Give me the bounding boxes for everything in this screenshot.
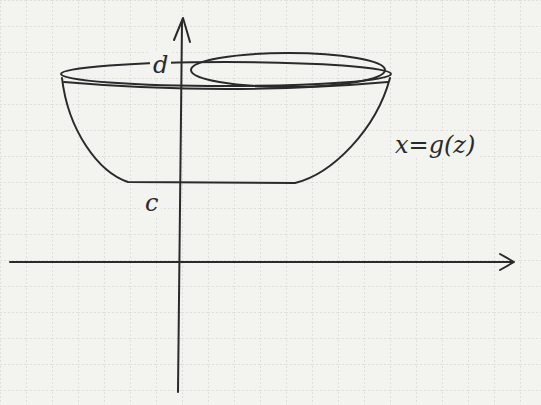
cross-section-ellipse xyxy=(191,53,385,87)
bound-label: c xyxy=(142,190,161,216)
axis-arrowhead xyxy=(174,18,190,42)
horizontal-axis xyxy=(10,261,512,263)
curve-equation: x=g(z) xyxy=(392,132,478,158)
axis-arrowhead xyxy=(500,254,514,270)
bowl-outline xyxy=(62,78,390,183)
bound-label: d xyxy=(150,52,171,78)
vertical-axis xyxy=(178,22,182,392)
